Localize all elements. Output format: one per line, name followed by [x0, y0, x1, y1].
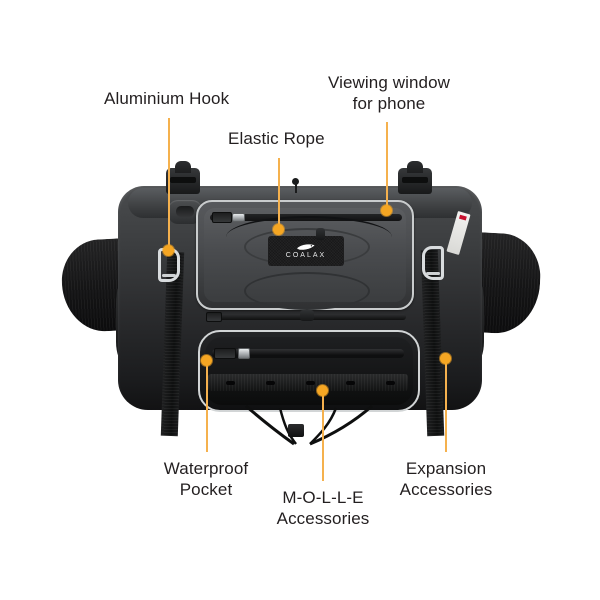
- grab-handle-lower: [244, 272, 370, 310]
- front-zipper-tab: [212, 212, 232, 223]
- callout-dot-viewing-window: [381, 205, 392, 216]
- hook-bar-right: [426, 272, 440, 275]
- main-compartment-zipper: [210, 314, 406, 320]
- grab-handle-upper: [244, 228, 370, 266]
- bag-side-panel-left: [116, 252, 190, 382]
- callout-dot-expansion-accessories: [440, 353, 451, 364]
- brand-name: COALAX: [285, 252, 327, 259]
- hook-bar-left: [162, 274, 176, 277]
- cord-anchor-stem: [295, 183, 297, 193]
- bottom-drawcord: [245, 404, 373, 446]
- cord-anchor-knob: [292, 178, 299, 185]
- leader-line-elastic-rope: [278, 158, 280, 229]
- callout-dot-molle-accessories: [317, 385, 328, 396]
- leader-line-waterproof-pocket: [206, 360, 208, 452]
- phone-viewing-window: [204, 208, 406, 302]
- molle-eyelet: [386, 381, 395, 385]
- waist-strap-right: [405, 228, 543, 336]
- elastic-rope-cord: [226, 216, 392, 258]
- molle-eyelet: [346, 381, 355, 385]
- callout-label-waterproof-pocket: Waterproof Pocket: [163, 459, 249, 499]
- leader-line-aluminium-hook: [168, 118, 170, 250]
- logo-emboss-inner: [176, 206, 194, 217]
- main-zipper-tab: [206, 312, 222, 322]
- strap-right: [420, 249, 445, 437]
- aluminium-hook-right: [422, 246, 444, 280]
- fish-logo-icon: [297, 244, 315, 250]
- waterproof-zipper-pull: [238, 348, 250, 359]
- buckle-right: [398, 161, 432, 194]
- care-label: [446, 211, 471, 255]
- drawcord-clip: [288, 424, 304, 437]
- callout-label-expansion-accessories: Expansion Accessories: [399, 459, 493, 499]
- main-zipper-cord-stop: [300, 310, 314, 321]
- strap-left: [160, 251, 185, 437]
- buckle-left: [166, 161, 200, 194]
- leader-line-molle-accessories: [322, 390, 324, 481]
- leader-line-expansion-accessories: [445, 358, 447, 452]
- callout-label-aluminium-hook: Aluminium Hook: [104, 89, 230, 108]
- waist-strap-left: [59, 234, 197, 334]
- bag-roll-top: [128, 188, 472, 218]
- callout-label-elastic-rope: Elastic Rope: [228, 129, 325, 148]
- callout-dot-waterproof-pocket: [201, 355, 212, 366]
- logo-emboss-badge: [168, 200, 202, 224]
- molle-webbing-strip: [208, 374, 408, 391]
- front-pocket-zipper: [210, 214, 402, 221]
- callout-dot-elastic-rope: [273, 224, 284, 235]
- waterproof-zipper-tab: [214, 348, 236, 359]
- callout-label-molle-accessories: M-O-L-L-E Accessories: [276, 488, 370, 528]
- front-zipper-pull: [232, 213, 245, 222]
- callout-dot-aluminium-hook: [163, 245, 174, 256]
- brand-velcro-patch: COALAX: [268, 236, 344, 266]
- bag-main-body: [118, 186, 482, 410]
- viewing-window-pocket: [196, 200, 414, 310]
- waterproof-pocket-face: [205, 337, 413, 405]
- molle-eyelet: [266, 381, 275, 385]
- callout-label-viewing-window: Viewing window for phone: [327, 73, 451, 113]
- waterproof-pocket: [198, 330, 420, 412]
- waterproof-pocket-zipper: [212, 349, 404, 358]
- cord-stopper: [316, 228, 325, 240]
- molle-eyelet: [226, 381, 235, 385]
- leader-line-viewing-window: [386, 122, 388, 210]
- molle-eyelet: [306, 381, 315, 385]
